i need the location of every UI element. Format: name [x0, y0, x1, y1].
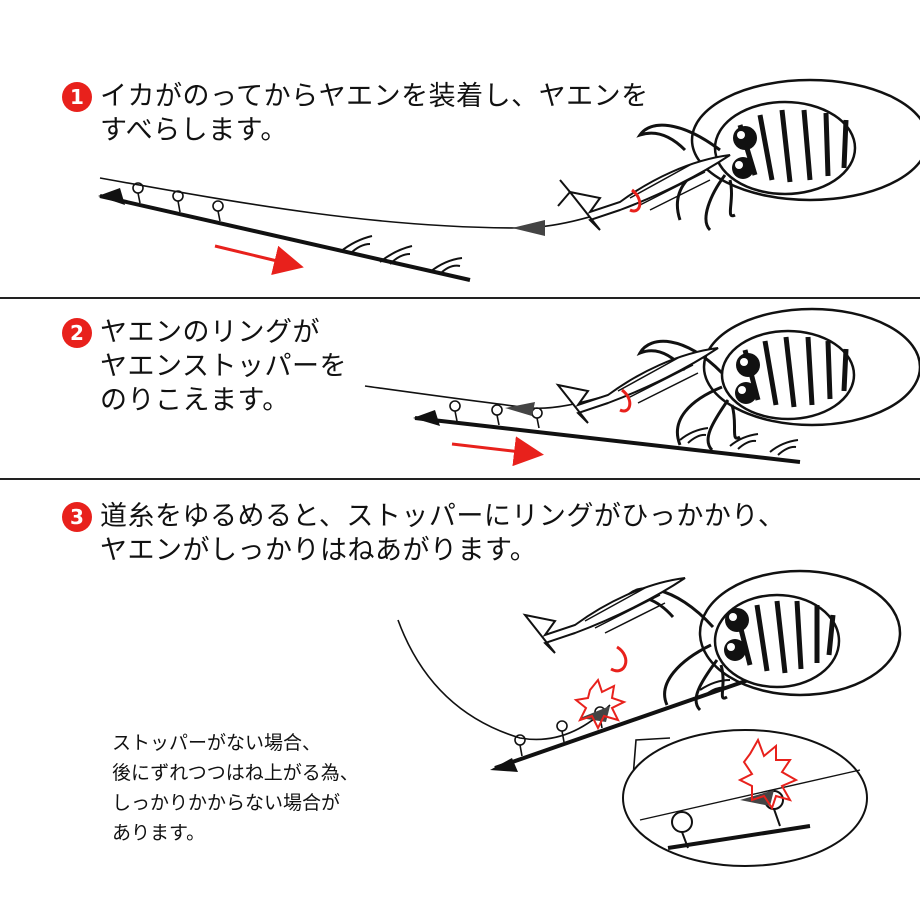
- step-1-line-2: すべらします。: [100, 115, 288, 146]
- step-3-number-badge: 3: [62, 502, 92, 532]
- stopper-2: [505, 402, 535, 416]
- zoom-detail: [639, 737, 861, 850]
- fishing-rod-1: [98, 182, 471, 282]
- step-2-text: ヤエンのリングが ヤエンストッパーを のりこえます。: [100, 316, 347, 418]
- step-2-line-1: ヤエンのリングが: [100, 317, 320, 348]
- step-3-line-1: 道糸をゆるめると、ストッパーにリングがひっかかり、: [100, 501, 786, 532]
- panel-3-drawing: [397, 569, 902, 867]
- stopper-note: ストッパーがない場合、 後にずれつつはね上がる為、 しっかりかからない場合が あ…: [112, 728, 359, 848]
- note-line-4: あります。: [112, 822, 206, 844]
- step-2-number-badge: 2: [62, 318, 92, 348]
- slide-arrow-2: [451, 436, 544, 467]
- step-2-line-3: のりこえます。: [100, 385, 290, 416]
- panel-divider-1: [0, 297, 920, 299]
- slide-arrow-1: [214, 244, 304, 275]
- squid-fish-3: [522, 569, 902, 712]
- panel-1-drawing: [98, 78, 920, 282]
- note-line-2: 後にずれつつはね上がる為、: [112, 762, 359, 784]
- step-3: 3 道糸をゆるめると、ストッパーにリングがひっかかり、 ヤエンがしっかりはねあが…: [62, 500, 785, 568]
- squid-fish-2: [555, 307, 920, 452]
- step-2: 2 ヤエンのリングが ヤエンストッパーを のりこえます。: [62, 316, 347, 418]
- fishing-line-3: [397, 619, 611, 741]
- fishing-line-1: [99, 177, 641, 229]
- step-1: 1 イカがのってからヤエンを装着し、ヤエンを すべらします。: [62, 80, 649, 148]
- note-line-3: しっかりかからない場合が: [112, 792, 341, 814]
- note-line-1: ストッパーがない場合、: [112, 732, 322, 754]
- zoom-circle: [622, 729, 868, 867]
- squid-fish-1: [557, 78, 920, 232]
- step-1-number-badge: 1: [62, 82, 92, 112]
- impact-burst-3: [573, 677, 627, 731]
- panel-divider-2: [0, 478, 920, 480]
- step-3-text: 道糸をゆるめると、ストッパーにリングがひっかかり、 ヤエンがしっかりはねあがりま…: [100, 500, 785, 568]
- step-1-line-1: イカがのってからヤエンを装着し、ヤエンを: [100, 81, 649, 112]
- step-2-line-2: ヤエンストッパーを: [100, 351, 347, 382]
- step-1-text: イカがのってからヤエンを装着し、ヤエンを すべらします。: [100, 80, 649, 148]
- panel-2-drawing: [364, 307, 920, 467]
- stopper-3: [580, 706, 610, 722]
- stopper-1: [512, 220, 545, 236]
- step-3-line-2: ヤエンがしっかりはねあがります。: [100, 535, 538, 566]
